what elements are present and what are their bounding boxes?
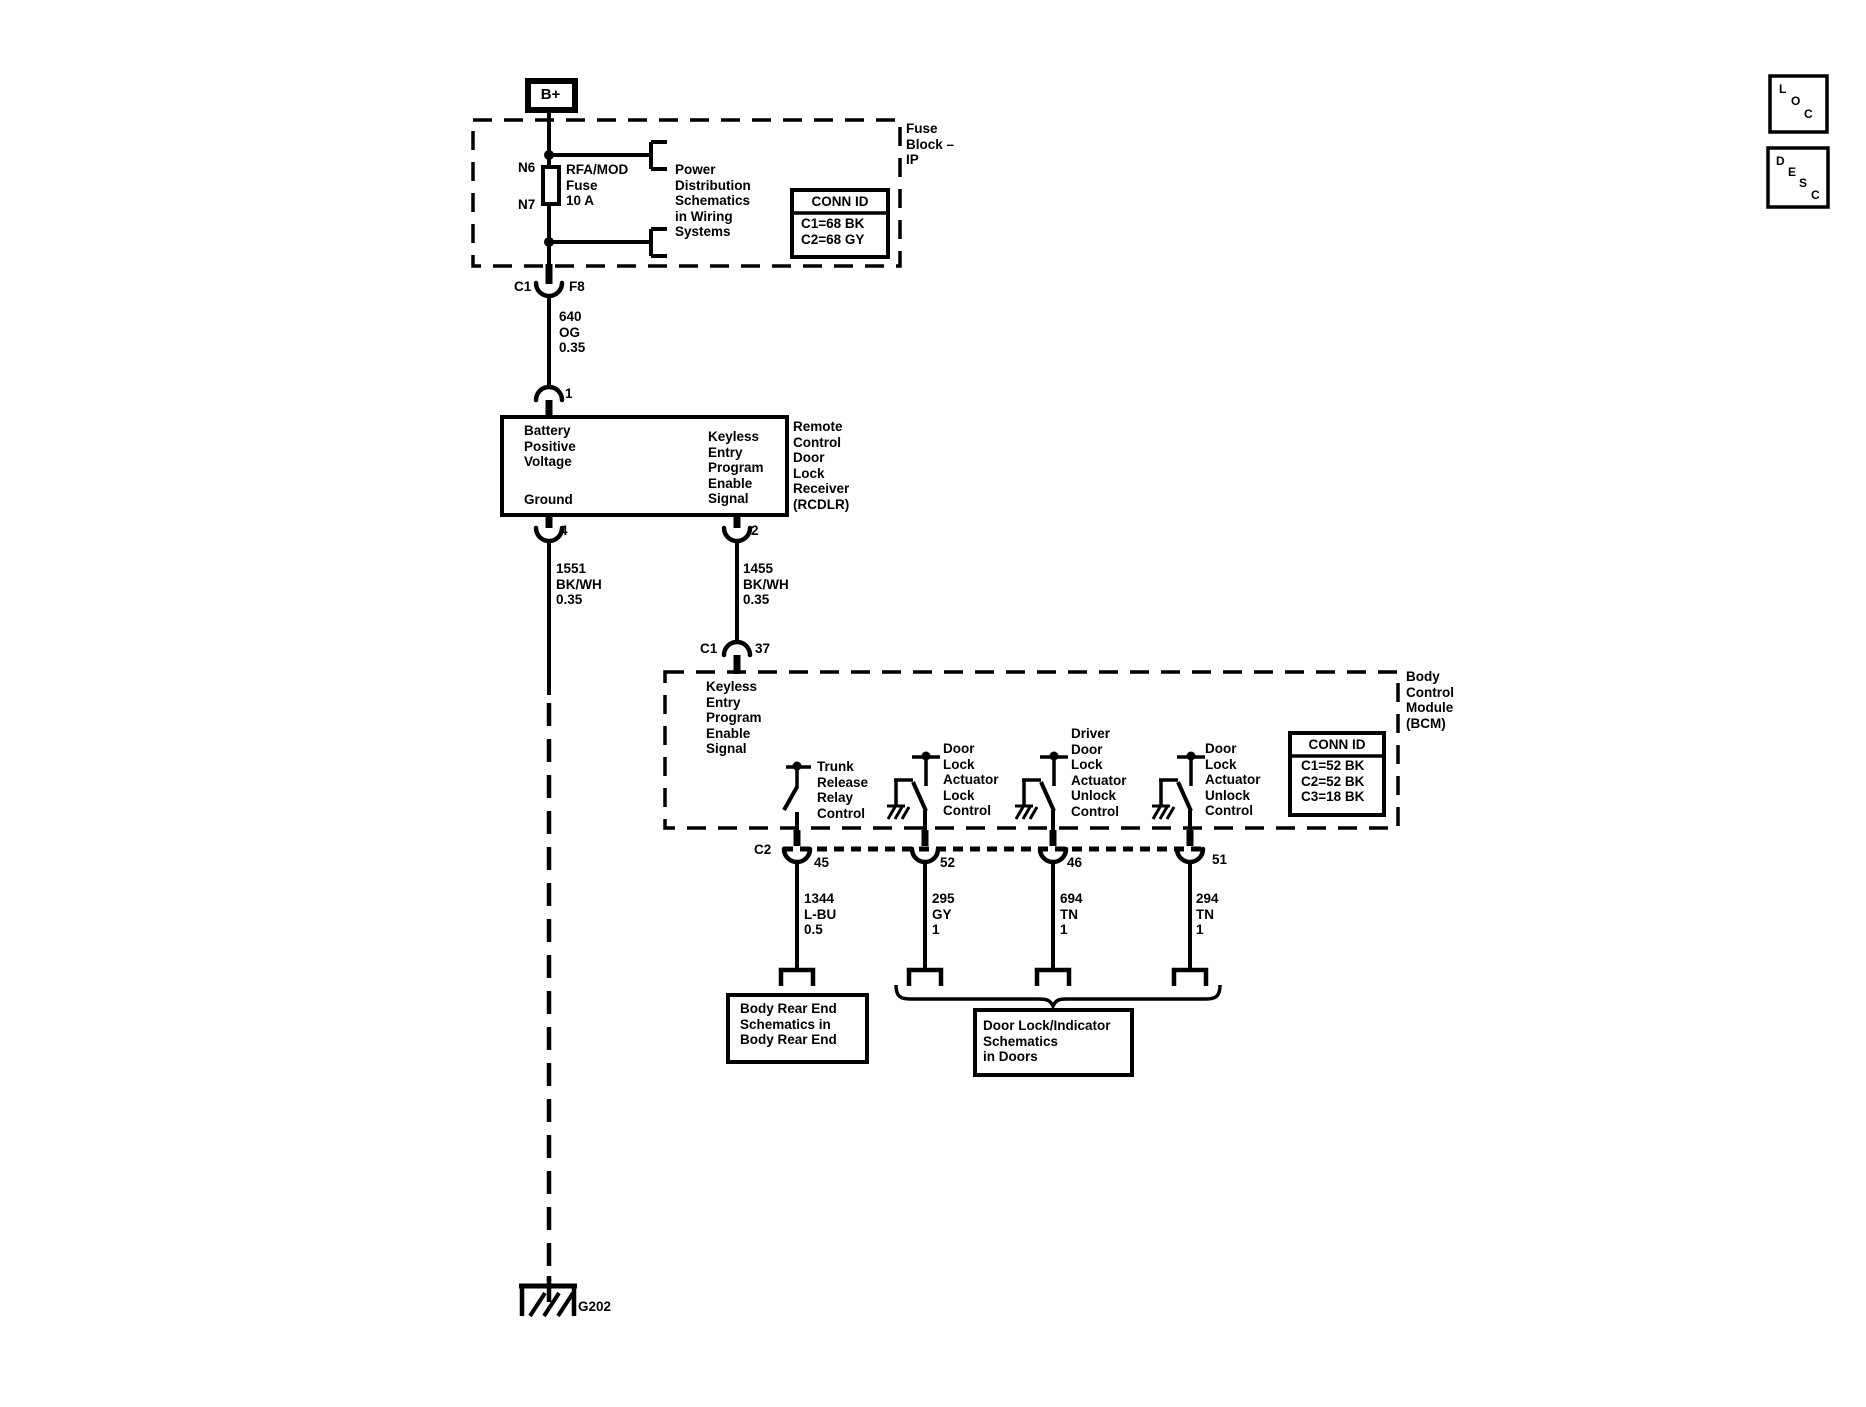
wire-640-label: 640 OG 0.35 <box>559 309 586 355</box>
ground-symbol-g202 <box>519 1276 577 1318</box>
offpage-terminal-52 <box>906 967 944 986</box>
fuse-conn-id-title: CONN ID <box>811 194 869 209</box>
fuse-pin-n6-label: N6 <box>518 160 536 175</box>
desc-letter-s: S <box>1799 176 1808 190</box>
body-rear-ref-label: Body Rear End Schematics in Body Rear En… <box>740 1001 837 1047</box>
bcm-unlock-control-label: Door Lock Actuator Unlock Control <box>1205 741 1261 818</box>
rcdlr-ground-label: Ground <box>524 492 573 507</box>
door-lock-actuator-switch-symbol <box>886 751 940 832</box>
bcm-pin46-label: 46 <box>1067 855 1083 870</box>
fuse-conn-id-rows: C1=68 BK C2=68 GY <box>801 216 865 247</box>
bcm-pin51-label: 51 <box>1212 852 1228 867</box>
bcm-pin45-label: 45 <box>814 855 830 870</box>
bcm-module-name-label: Body Control Module (BCM) <box>1406 669 1454 731</box>
fuse-block-name-label: Fuse Block – IP <box>906 121 955 167</box>
connector-arc-51 <box>1174 830 1206 969</box>
bcm-keyless-label: Keyless Entry Program Enable Signal <box>706 679 762 756</box>
rcdlr-pin2-label: 2 <box>751 523 759 538</box>
driver-door-unlock-switch-symbol <box>1014 751 1068 832</box>
fuse-name-label: RFA/MOD Fuse 10 A <box>566 162 629 208</box>
bcm-driver-unlock-label: Driver Door Lock Actuator Unlock Control <box>1071 726 1127 819</box>
loc-letter-o: O <box>1791 94 1801 108</box>
bcm-connector-c1-label: C1 <box>700 641 718 656</box>
b-plus-terminal-box <box>525 78 578 113</box>
continuation-bracket-bottom <box>549 227 667 258</box>
wire-294-label: 294 TN 1 <box>1196 891 1219 937</box>
rcdlr-module-box <box>500 415 789 517</box>
bcm-connector-c2-label: C2 <box>754 842 772 857</box>
connector-arc-37 <box>721 639 753 674</box>
connector-arc-52 <box>909 830 941 969</box>
wire-694-label: 694 TN 1 <box>1060 891 1083 937</box>
bcm-pin52-label: 52 <box>940 855 956 870</box>
fuse-pin-n7-label: N7 <box>518 197 536 212</box>
rcdlr-pin1-label: 1 <box>565 386 573 401</box>
power-distribution-note: Power Distribution Schematics in Wiring … <box>675 162 751 239</box>
connector-arc-f8 <box>533 264 565 388</box>
bcm-dashed-box <box>663 670 1400 830</box>
wire-1344-label: 1344 L-BU 0.5 <box>804 891 837 937</box>
loc-letter-c: C <box>1804 107 1813 121</box>
connector-arc-pin2 <box>721 515 753 642</box>
bcm-conn-id-title: CONN ID <box>1308 737 1366 752</box>
desc-box <box>1766 146 1830 209</box>
bcm-pin37-label: 37 <box>755 641 771 656</box>
rcdlr-keyless-label: Keyless Entry Program Enable Signal <box>708 429 764 506</box>
door-unlock-switch-symbol <box>1151 751 1205 832</box>
bcm-lock-control-label: Door Lock Actuator Lock Control <box>943 741 999 818</box>
pin-f8-label: F8 <box>569 279 585 294</box>
fuse-symbol <box>541 165 561 206</box>
fuse-block-dashed-box <box>471 118 902 268</box>
loc-box <box>1768 74 1829 134</box>
door-lock-ref-box <box>973 1008 1134 1077</box>
trunk-release-switch-symbol <box>782 761 811 832</box>
wire-1455-label: 1455 BK/WH 0.35 <box>743 561 789 607</box>
g202-label: G202 <box>578 1299 612 1314</box>
connector-arc-pin1 <box>533 384 565 418</box>
connector-arc-pin4 <box>533 515 565 695</box>
connector-arc-46 <box>1037 830 1069 969</box>
fuse-block-conn-id-box <box>790 188 890 259</box>
rcdlr-pin4-label: 4 <box>560 523 568 538</box>
loc-letter-l: L <box>1779 82 1787 96</box>
door-lock-ref-label: Door Lock/Indicator Schematics in Doors <box>983 1018 1111 1064</box>
desc-letter-c: C <box>1811 188 1820 202</box>
rcdlr-module-name-label: Remote Control Door Lock Receiver (RCDLR… <box>793 419 850 512</box>
offpage-terminal-45 <box>778 967 816 986</box>
bcm-conn-id-box <box>1288 731 1386 817</box>
bcm-conn-id-rows: C1=52 BK C2=52 BK C3=18 BK <box>1301 758 1365 804</box>
bcm-trunk-release-label: Trunk Release Relay Control <box>817 759 869 821</box>
body-rear-ref-box <box>726 993 869 1064</box>
desc-letter-d: D <box>1776 154 1785 168</box>
b-plus-label: B+ <box>540 86 561 103</box>
connector-arc-45 <box>781 830 813 969</box>
continuation-bracket-top <box>549 140 667 171</box>
offpage-terminal-46 <box>1034 967 1072 986</box>
wire-1551-label: 1551 BK/WH 0.35 <box>556 561 602 607</box>
desc-letter-e: E <box>1788 165 1797 179</box>
grouping-brace <box>894 984 1222 1010</box>
connector-c1-label: C1 <box>514 279 532 294</box>
offpage-terminal-51 <box>1171 967 1209 986</box>
wire-295-label: 295 GY 1 <box>932 891 955 937</box>
rcdlr-battery-label: Battery Positive Voltage <box>524 423 576 469</box>
